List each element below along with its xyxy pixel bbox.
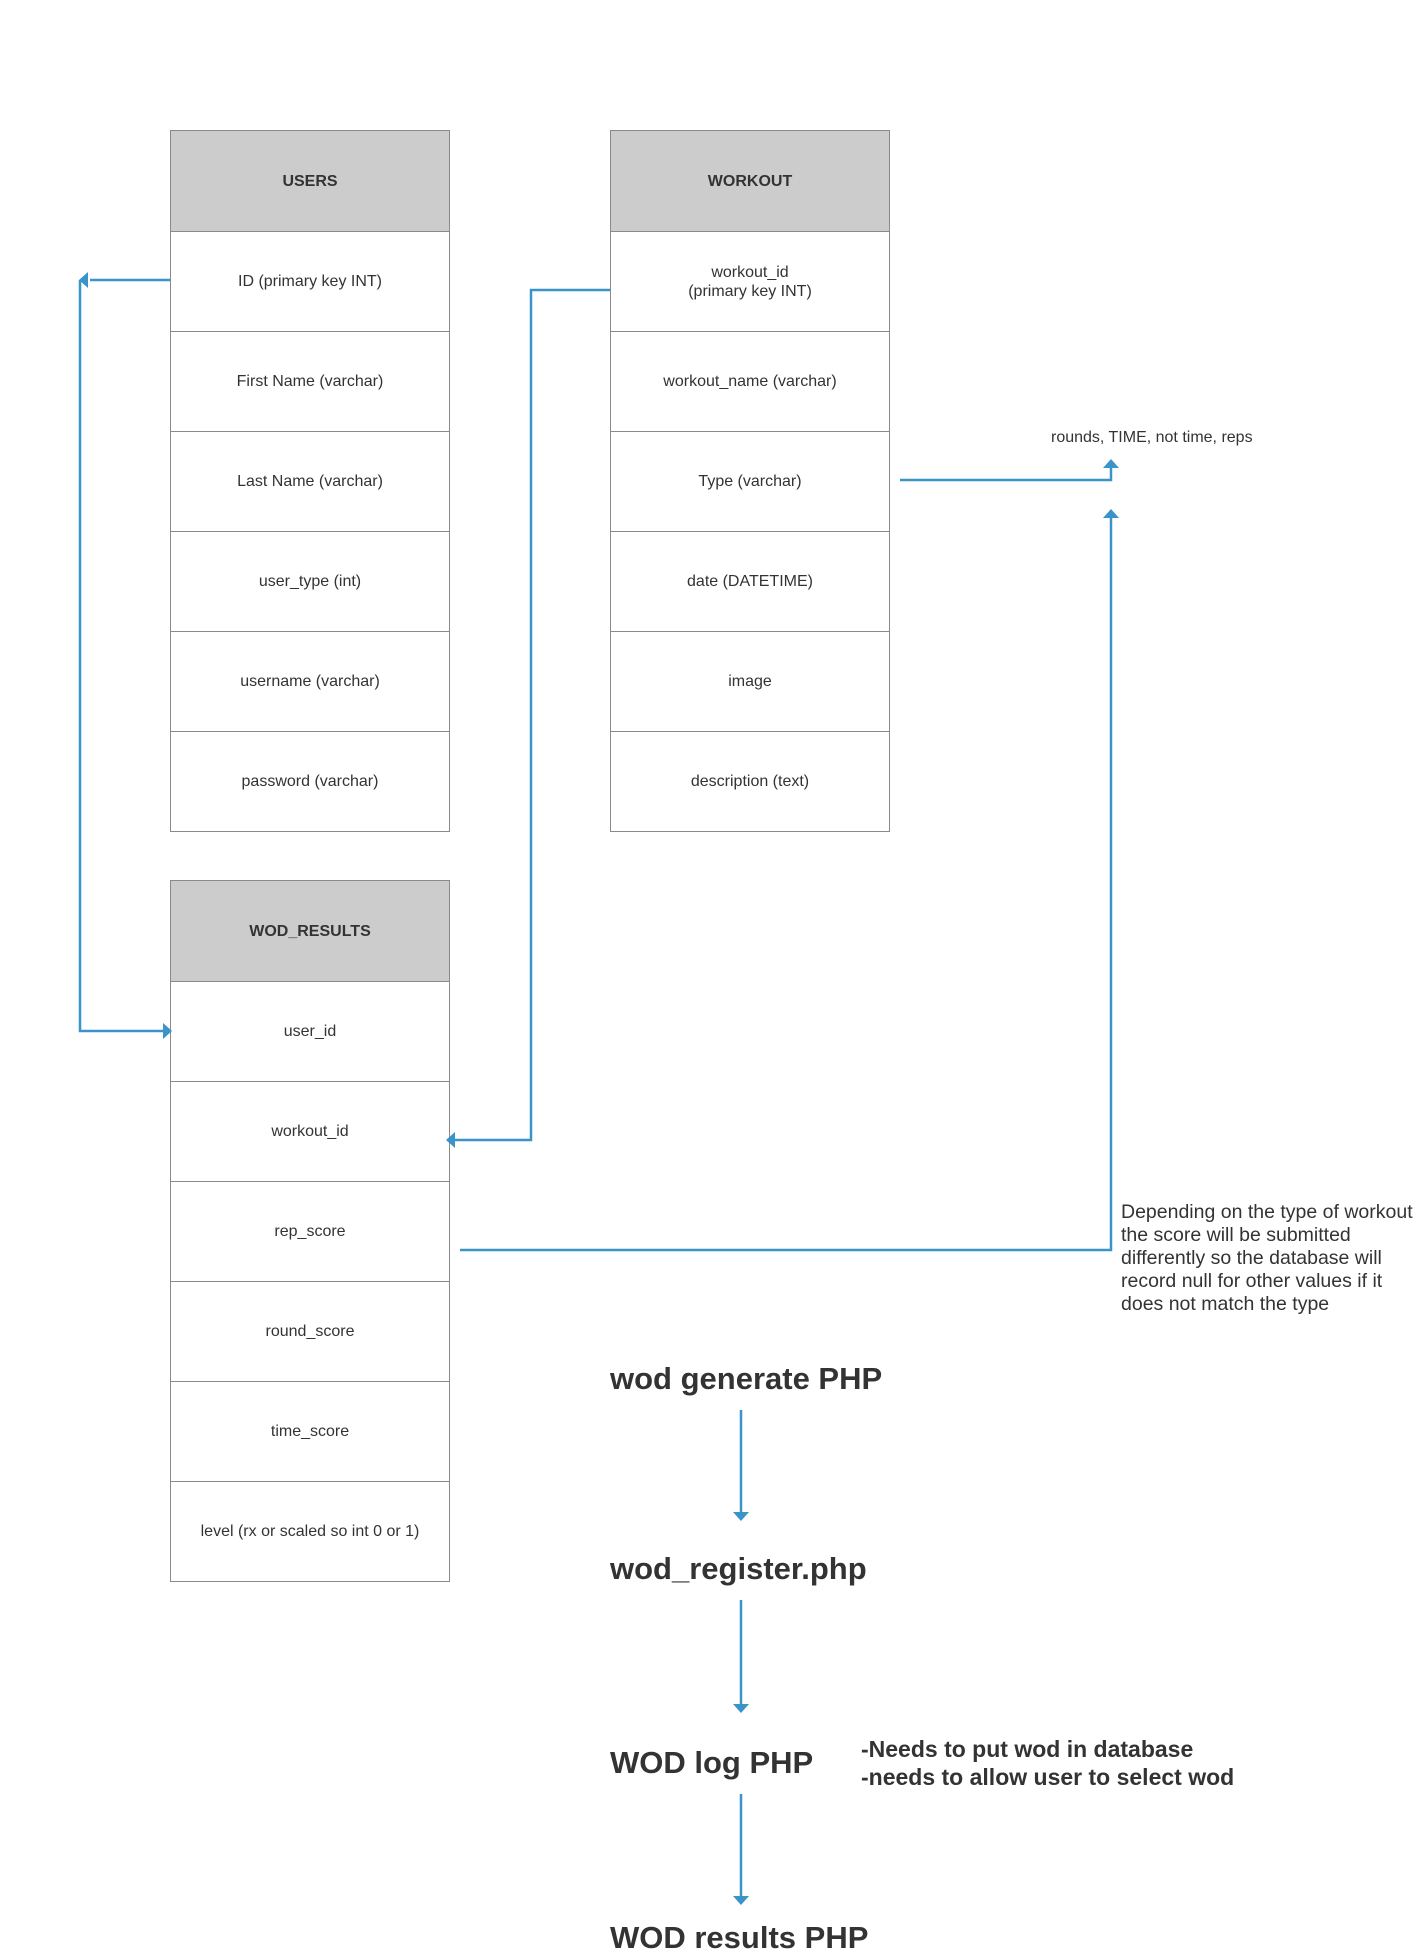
users-field-password: password (varchar) (171, 731, 449, 831)
wod-log-note: -Needs to put wod in database -needs to … (861, 1736, 1235, 1790)
workout-field-workout-id: workout_id (primary key INT) (611, 231, 889, 331)
users-field-user-type: user_type (int) (171, 531, 449, 631)
wod-results-field-workout-id: workout_id (171, 1081, 449, 1181)
wod-results-field-user-id: user_id (171, 981, 449, 1081)
arrowhead-user-id (163, 1023, 172, 1039)
users-field-last-name: Last Name (varchar) (171, 431, 449, 531)
workout-table: WORKOUT workout_id (primary key INT) wor… (610, 130, 890, 832)
workout-field-workout-name: workout_name (varchar) (611, 331, 889, 431)
arrowhead-workout-id (446, 1132, 455, 1148)
arrowhead-flow-2 (733, 1704, 749, 1713)
workout-field-image: image (611, 631, 889, 731)
wod-results-field-round-score: round_score (171, 1281, 449, 1381)
flow-step-wod-results: WOD results PHP (610, 1920, 869, 1955)
arrowhead-type-values (1103, 459, 1119, 468)
users-field-first-name: First Name (varchar) (171, 331, 449, 431)
workout-field-description: description (text) (611, 731, 889, 831)
workout-id-to-results-connector (455, 288, 610, 1142)
wod-results-field-time-score: time_score (171, 1381, 449, 1481)
users-id-to-user-id-connector-loop (78, 280, 163, 1033)
users-field-id: ID (primary key INT) (171, 231, 449, 331)
arrowhead-score-note (1103, 509, 1119, 518)
arrowhead-flow-3 (733, 1896, 749, 1905)
users-field-username: username (varchar) (171, 631, 449, 731)
flow-step-wod-generate: wod generate PHP (610, 1361, 883, 1396)
flow-step-wod-log: WOD log PHP (610, 1745, 814, 1780)
flow-step-wod-register: wod_register.php (610, 1551, 867, 1586)
score-to-note-connector (460, 516, 1113, 1252)
wod-results-field-rep-score: rep_score (171, 1181, 449, 1281)
arrowhead-users-id (79, 272, 88, 288)
workout-table-title: WORKOUT (611, 131, 889, 231)
users-table: USERS ID (primary key INT) First Name (v… (170, 130, 450, 832)
wod-results-field-level: level (rx or scaled so int 0 or 1) (171, 1481, 449, 1581)
type-values-label: rounds, TIME, not time, reps (1051, 429, 1253, 446)
score-note-label: Depending on the type of workout the sco… (1121, 1201, 1413, 1315)
arrowhead-flow-1 (733, 1512, 749, 1521)
type-to-values-connector (900, 466, 1113, 482)
users-table-title: USERS (171, 131, 449, 231)
workout-field-type: Type (varchar) (611, 431, 889, 531)
wod-results-table: WOD_RESULTS user_id workout_id rep_score… (170, 880, 450, 1582)
wod-results-table-title: WOD_RESULTS (171, 881, 449, 981)
workout-field-date: date (DATETIME) (611, 531, 889, 631)
